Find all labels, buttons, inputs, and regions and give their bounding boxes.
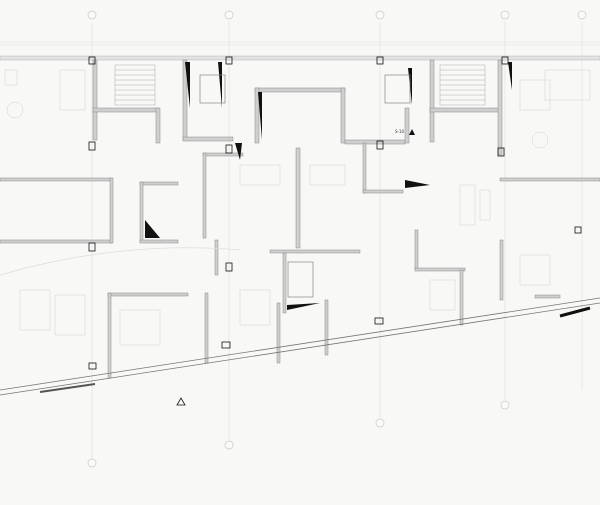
level-tag: S-10	[395, 129, 405, 134]
level-marker-icon	[176, 397, 186, 406]
stairs	[114, 64, 486, 106]
facade-glazing	[559, 306, 591, 318]
facade	[0, 247, 600, 396]
furniture	[4, 69, 591, 346]
section-marker-icon	[409, 129, 415, 135]
slab-edge	[0, 55, 600, 61]
grid-lines	[0, 22, 600, 460]
walls	[0, 59, 600, 379]
columns	[88, 56, 582, 370]
shafts	[145, 62, 512, 310]
lifts	[199, 74, 411, 298]
grid-bubbles	[87, 10, 587, 468]
